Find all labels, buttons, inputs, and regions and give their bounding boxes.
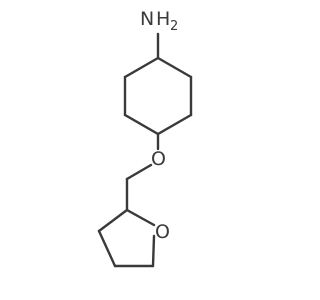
amine-nitrogen-label: N [140,8,154,30]
structure-canvas: N H 2 O O [97,8,193,268]
amine-hydrogen-label: H [156,8,170,30]
bond-thf-o-c5 [151,234,156,268]
amine-hydrogen-count: 2 [170,19,178,34]
ring-oxygen-label: O [155,221,170,243]
bond-ring-c6-c1 [123,56,160,79]
bond-thf-c3-c2 [97,208,129,233]
molecule-structure-diagram: N H 2 O O [97,8,193,268]
bond-thf-c4-c3 [97,229,117,268]
ether-oxygen-label: O [151,148,166,170]
bond-thf-c2-o [125,208,156,227]
bond-ring-c1-c2 [156,56,193,79]
bond-ring-c3-c4 [156,113,193,136]
bond-ether-oxygen-to-methylene [125,163,153,181]
bond-ring-c4-c5 [123,113,160,136]
